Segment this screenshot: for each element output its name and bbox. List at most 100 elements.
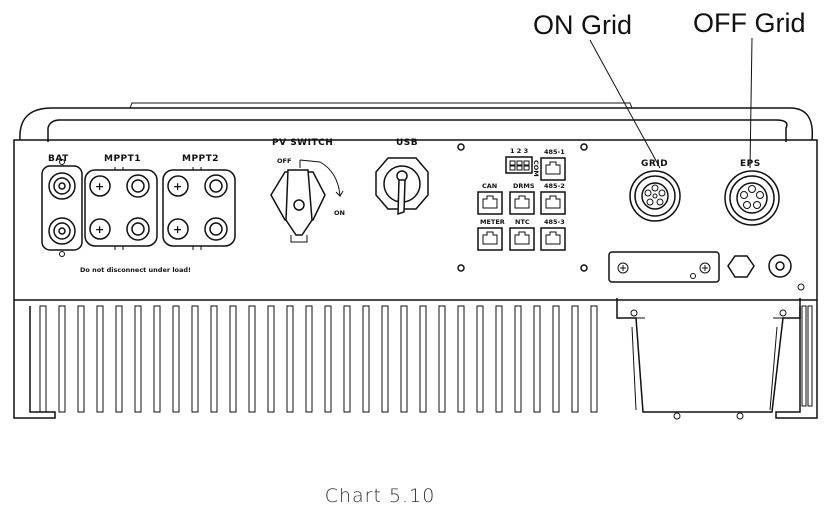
heatsink-fin [552,305,560,413]
rs485-1-port[interactable] [540,157,566,181]
heatsink-fin [533,305,541,413]
eps-label: EPS [740,159,761,169]
can-port[interactable] [477,191,503,215]
heatsink-fin [134,305,142,413]
mppt1-negative-connector-2[interactable] [126,217,150,241]
mppt2-negative-connector-2[interactable] [204,217,228,241]
on-grid-leader-line [589,39,661,169]
inverter-top-cover [19,102,814,142]
mppt2-block [162,169,236,247]
heatsink-fin [115,305,123,413]
meter-label: METER [480,218,505,226]
bat-terminal-positive[interactable] [48,172,76,200]
grid-label: GRID [641,159,668,169]
ntc-label: NTC [515,218,530,226]
off-grid-callout: OFF Grid [693,8,806,38]
ntc-port[interactable] [509,227,535,251]
heatsink-fin [77,305,85,413]
figure-caption: Chart 5.10 [324,485,436,507]
heatsink [13,300,818,419]
mppt1-port-group: MPPT1 + + [84,154,158,250]
heatsink-fin [362,305,370,413]
mppt1-negative-connector[interactable] [126,174,150,198]
heatsink-fin [457,305,465,413]
rs485-2-port[interactable] [540,191,566,215]
heatsink-fin [191,305,199,413]
heatsink-fin [286,305,294,413]
warning-text: Do not disconnect under load! [80,266,191,274]
heatsink-fin [438,305,446,413]
rs485-3-port[interactable] [540,227,566,251]
com-label: COM [532,160,540,177]
heatsink-fin [96,305,104,413]
usb-port-group: USB [375,138,429,216]
heatsink-fin [801,305,807,407]
mppt1-positive-connector[interactable] [89,175,111,197]
svg-text:+: + [95,223,104,236]
mppt1-block [84,169,158,247]
heatsink-fin [210,305,218,413]
com-terminal: 1 2 3 COM [505,147,540,177]
bat-port-group: BAT [41,154,83,257]
mppt1-label: MPPT1 [104,154,141,164]
off-grid-leader-line [749,37,753,169]
bat-label: BAT [48,154,69,164]
bat-terminal-block [41,165,83,251]
heatsink-fin [495,305,503,413]
rs485-3-label: 485-3 [544,218,565,226]
wifi-cover-plate [608,251,720,283]
heatsink-fin [571,305,579,413]
pv-switch-label: PV SWITCH [272,138,333,148]
inverter-body [13,139,818,301]
drms-port[interactable] [509,191,535,215]
heatsink-fin [248,305,256,413]
heatsink-fin [807,305,813,407]
heatsink-fin [343,305,351,413]
rs485-1-label: 485-1 [544,148,565,156]
drms-label: DRMS [513,182,535,190]
grid-connector[interactable] [629,170,681,222]
mppt2-label: MPPT2 [182,154,219,164]
eps-connector[interactable] [724,170,780,226]
heatsink-fin [172,305,180,413]
heatsink-fin [58,305,66,413]
mppt2-positive-connector[interactable] [167,175,189,197]
can-label: CAN [482,182,497,190]
comm-panel-screws [457,143,588,272]
pv-switch-off-label: OFF [277,157,291,165]
mppt2-positive-connector-2[interactable] [167,218,189,240]
bat-terminal-negative[interactable] [48,217,76,245]
on-grid-callout: ON Grid [533,10,632,40]
cable-gland-left [727,255,755,278]
heatsink-fin [324,305,332,413]
heatsink-fin [153,305,161,413]
heatsink-fin [400,305,408,413]
ac-connector-cover [616,298,801,420]
com-pin-numbers: 1 2 3 [510,147,528,155]
meter-port[interactable] [477,227,503,251]
eps-port-group: EPS [724,159,780,226]
mppt2-negative-connector[interactable] [204,174,228,198]
usb-label: USB [396,138,418,148]
heatsink-fin [476,305,484,413]
usb-port-cap[interactable] [375,157,429,210]
heatsink-fin [381,305,389,413]
heatsink-fin [419,305,427,413]
svg-text:+: + [173,180,182,193]
svg-text:+: + [95,180,104,193]
heatsink-fin [267,305,275,413]
heatsink-fin [514,305,522,413]
pv-switch-knob-base [270,171,326,221]
svg-text:+: + [173,223,182,236]
com-connector[interactable] [505,156,533,174]
heatsink-fin [305,305,313,413]
heatsink-fin [229,305,237,413]
grid-port-group: GRID [629,159,681,222]
pv-switch-on-label: ON [334,209,345,217]
mppt1-positive-connector-2[interactable] [89,218,111,240]
rs485-2-label: 485-2 [544,182,565,190]
mppt2-port-group: MPPT2 + + [162,154,236,250]
cable-gland-right [768,254,792,278]
heatsink-fin [39,305,47,413]
